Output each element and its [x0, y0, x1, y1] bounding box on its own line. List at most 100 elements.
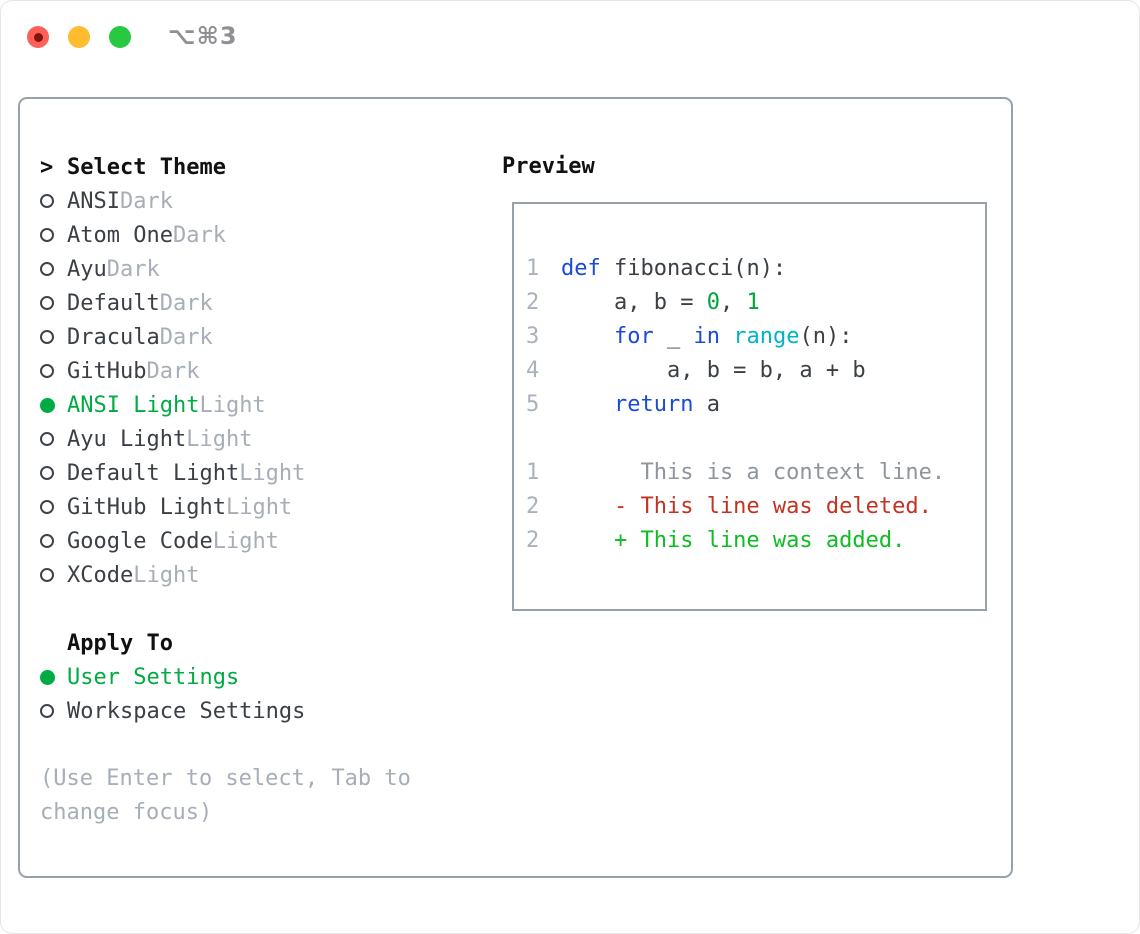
radio-unselected-icon	[40, 330, 54, 344]
theme-option-github[interactable]: GitHub Dark	[40, 354, 490, 388]
theme-variant-tag: Dark	[146, 358, 200, 384]
code-segment	[561, 392, 614, 417]
code-segment: ,	[719, 290, 747, 315]
radio-unselected-icon	[40, 432, 54, 446]
theme-variant-tag: Dark	[106, 256, 160, 282]
theme-option-ayu-light[interactable]: Ayu Light Light	[40, 422, 490, 456]
line-number: 2	[526, 290, 540, 315]
line-number: 2	[526, 494, 540, 519]
window-title: ⌥⌘3	[168, 22, 238, 50]
theme-name: Ayu Light	[67, 426, 187, 452]
apply-to-header-row: Apply To	[40, 626, 490, 660]
code-segment: range	[733, 324, 800, 349]
code-segment: fibonacci(n):	[600, 256, 787, 281]
traffic-lights	[27, 26, 131, 48]
radio-unselected-icon	[40, 534, 54, 548]
radio-unselected-icon	[40, 704, 54, 718]
code-segment: a, b =	[561, 290, 707, 315]
line-number: 5	[526, 392, 540, 417]
code-segment: This is a context line.	[561, 460, 946, 485]
code-line: 1 def fibonacci(n):	[526, 252, 985, 286]
theme-variant-tag: Light	[186, 426, 253, 452]
apply-option-label: User Settings	[67, 664, 240, 690]
theme-option-dracula[interactable]: Dracula Dark	[40, 320, 490, 354]
select-theme-header: Select Theme	[67, 154, 226, 180]
theme-option-ayu[interactable]: Ayu Dark	[40, 252, 490, 286]
radio-unselected-icon	[40, 500, 54, 514]
theme-variant-tag: Light	[212, 528, 279, 554]
radio-unselected-icon	[40, 262, 54, 276]
close-button[interactable]	[27, 26, 49, 48]
theme-name: ANSI	[67, 188, 120, 214]
prompt-arrow-icon: >	[40, 154, 54, 180]
theme-option-github-light[interactable]: GitHub Light Light	[40, 490, 490, 524]
code-line: 2 a, b = 0, 1	[526, 286, 985, 320]
apply-option-user-settings[interactable]: User Settings	[40, 660, 490, 694]
code-segment: def	[561, 256, 601, 281]
radio-unselected-icon	[40, 296, 54, 310]
code-line: 2 + This line was added.	[526, 524, 985, 558]
apply-option-label: Workspace Settings	[67, 698, 306, 724]
radio-unselected-icon	[40, 466, 54, 480]
theme-name: Google Code	[67, 528, 213, 554]
theme-name: GitHub Light	[67, 494, 226, 520]
zoom-button[interactable]	[109, 26, 131, 48]
theme-name: ANSI Light	[67, 392, 200, 418]
theme-option-atom-one[interactable]: Atom One Dark	[40, 218, 490, 252]
code-line: 2 - This line was deleted.	[526, 490, 985, 524]
code-segment	[720, 324, 733, 349]
code-segment: (n):	[799, 324, 853, 349]
theme-option-google-code[interactable]: Google Code Light	[40, 524, 490, 558]
theme-name: Ayu	[67, 256, 107, 282]
theme-option-default[interactable]: Default Dark	[40, 286, 490, 320]
theme-name: Default	[67, 290, 160, 316]
theme-variant-tag: Light	[133, 562, 200, 588]
code-segment: a, b = b, a + b	[561, 358, 866, 383]
theme-name: GitHub	[67, 358, 147, 384]
line-number: 1	[526, 460, 540, 485]
theme-name: XCode	[67, 562, 134, 588]
theme-variant-tag: Dark	[119, 188, 173, 214]
code-segment: + This line was added.	[561, 528, 906, 553]
apply-option-workspace-settings[interactable]: Workspace Settings	[40, 694, 490, 728]
apply-to-header: Apply To	[67, 630, 173, 656]
line-number: 2	[526, 528, 540, 553]
hint-text: (Use Enter to select, Tab to change focu…	[40, 766, 411, 825]
theme-option-default-light[interactable]: Default Light Light	[40, 456, 490, 490]
line-number: 4	[526, 358, 540, 383]
minimize-button[interactable]	[68, 26, 90, 48]
spacer	[40, 592, 490, 626]
line-number: 1	[526, 256, 540, 281]
theme-option-ansi-light[interactable]: ANSI Light Light	[40, 388, 490, 422]
titlebar: ⌥⌘3	[0, 0, 1140, 75]
preview-header: Preview	[502, 154, 595, 179]
code-segment: a	[693, 392, 720, 417]
theme-option-ansi[interactable]: ANSI Dark	[40, 184, 490, 218]
code-segment: for	[613, 324, 654, 349]
radio-selected-icon	[40, 397, 55, 413]
code-line: 3 for _ in range(n):	[526, 320, 985, 354]
code-line: 4 a, b = b, a + b	[526, 354, 985, 388]
theme-variant-tag: Light	[225, 494, 293, 520]
radio-unselected-icon	[40, 228, 54, 242]
code-line: 5 return a	[526, 388, 985, 422]
code-segment: - This line was deleted.	[561, 494, 932, 519]
spacer	[40, 728, 490, 762]
modified-dot-icon	[33, 32, 43, 42]
theme-variant-tag: Light	[199, 392, 266, 418]
code-segment: 1	[746, 290, 760, 315]
code-segment: 0	[706, 290, 720, 315]
theme-name: Default Light	[67, 460, 240, 486]
theme-name: Atom One	[67, 222, 173, 248]
theme-variant-tag: Light	[239, 460, 306, 486]
code-segment: in	[693, 324, 720, 349]
select-theme-header-row: > Select Theme	[40, 150, 490, 184]
theme-option-xcode[interactable]: XCode Light	[40, 558, 490, 592]
